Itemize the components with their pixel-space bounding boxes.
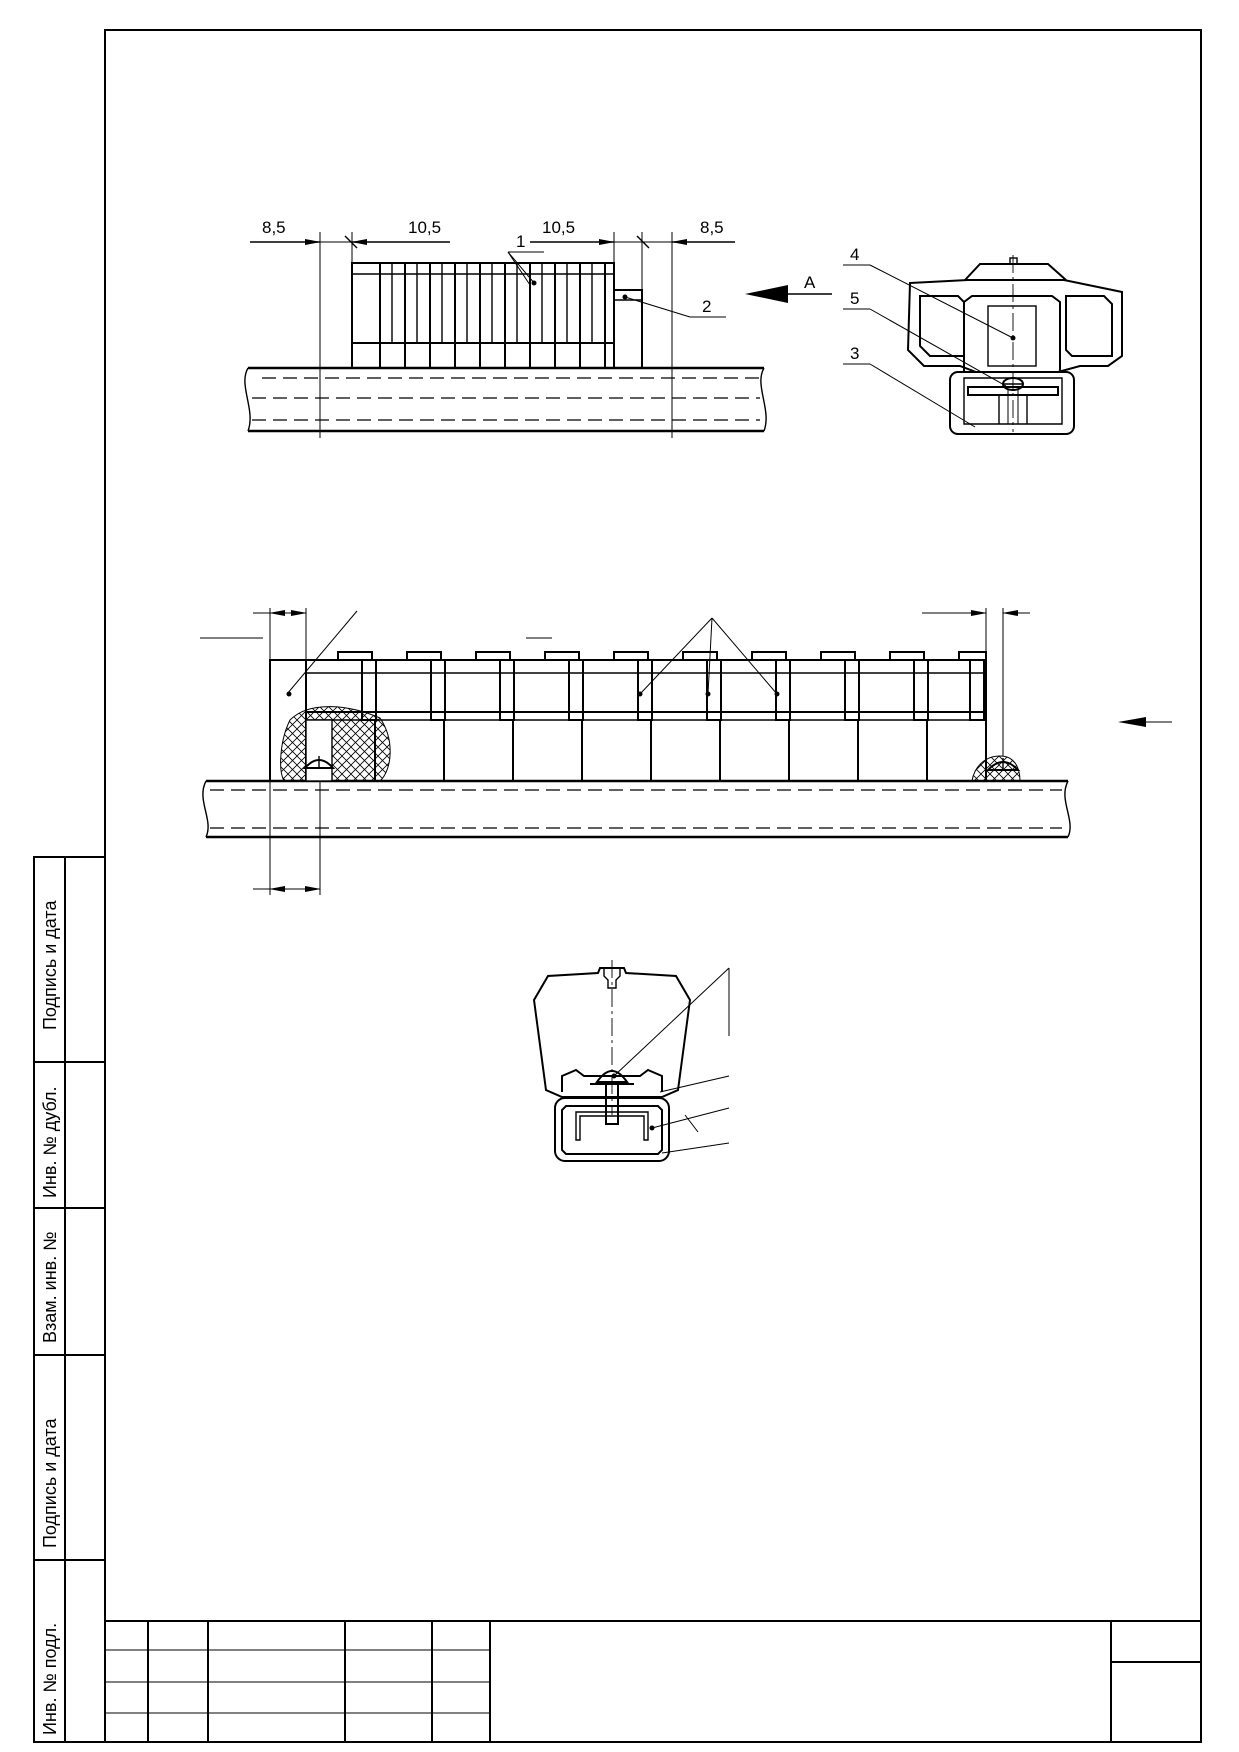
stamp-replaced-inv-no: Взам. инв. № <box>40 1231 60 1343</box>
dim-left-8-5: 8,5 <box>262 218 286 237</box>
side-stamp: Подпись и дата Инв. № дубл. Взам. инв. №… <box>33 856 106 1743</box>
callout-2: 2 <box>702 297 711 316</box>
callout-1: 1 <box>516 232 525 251</box>
stamp-original-inv-no: Инв. № подл. <box>40 1623 60 1735</box>
stamp-signature-date-2: Подпись и дата <box>40 1418 60 1548</box>
stamp-signature-date-1: Подпись и дата <box>40 900 60 1030</box>
view-cross-section <box>532 960 730 1162</box>
terminal-modules <box>379 263 606 368</box>
view-terminal-block-front: 8,5 10,5 10,5 8,5 1 2 А <box>244 218 832 438</box>
drawing-frame <box>104 29 1202 1743</box>
title-block <box>105 1620 1201 1742</box>
dim-pitch-10-5-right: 10,5 <box>542 218 575 237</box>
callout-3: 3 <box>850 344 859 363</box>
terminal-top-ridges <box>337 651 987 660</box>
callout-5: 5 <box>850 289 859 308</box>
view-assembly-enlarged <box>200 608 1172 895</box>
stamp-duplicate-inv-no: Инв. № дубл. <box>40 1087 60 1198</box>
callout-4: 4 <box>850 245 859 264</box>
terminal-separators <box>361 659 985 781</box>
dim-pitch-10-5-left: 10,5 <box>408 218 441 237</box>
view-terminal-profile: 4 5 3 <box>843 245 1123 435</box>
view-a-marker: А <box>804 273 816 292</box>
dim-right-8-5: 8,5 <box>700 218 724 237</box>
